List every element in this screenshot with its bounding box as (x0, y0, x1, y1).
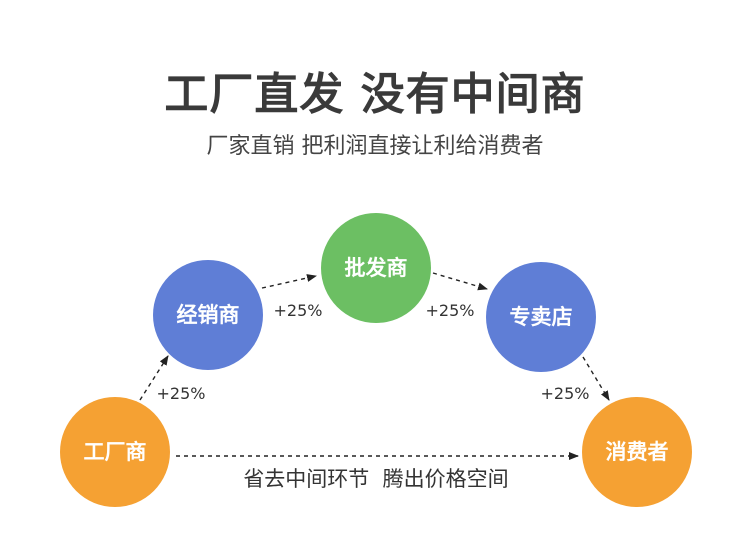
page-title: 工厂直发 没有中间商 (164, 69, 586, 120)
markup-label-wholesaler-to-store: +25% (426, 301, 475, 320)
node-distributor-label: 经销商 (177, 303, 240, 327)
direct-path-label: 省去中间环节 腾出价格空间 (243, 467, 508, 491)
node-wholesaler: 批发商 (321, 213, 431, 323)
arrow-wholesaler-to-store (432, 272, 488, 291)
markup-label-store-to-consumer: +25% (541, 384, 590, 403)
markup-label-factory-to-distributor: +25% (157, 384, 206, 403)
node-store-label: 专卖店 (510, 305, 573, 329)
page-subtitle: 厂家直销 把利润直接让利给消费者 (206, 134, 544, 159)
node-factory-label: 工厂商 (84, 440, 147, 464)
node-factory: 工厂商 (60, 397, 170, 507)
arrow-store-to-consumer (582, 356, 610, 401)
markup-label-distributor-to-wholesaler: +25% (274, 301, 323, 320)
node-store: 专卖店 (486, 262, 596, 372)
node-consumer: 消费者 (582, 397, 692, 507)
node-distributor: 经销商 (153, 260, 263, 370)
arrow-factory-to-distributor (139, 355, 169, 401)
node-consumer-label: 消费者 (606, 440, 669, 464)
node-wholesaler-label: 批发商 (345, 256, 408, 280)
arrow-distributor-to-wholesaler (261, 274, 317, 289)
